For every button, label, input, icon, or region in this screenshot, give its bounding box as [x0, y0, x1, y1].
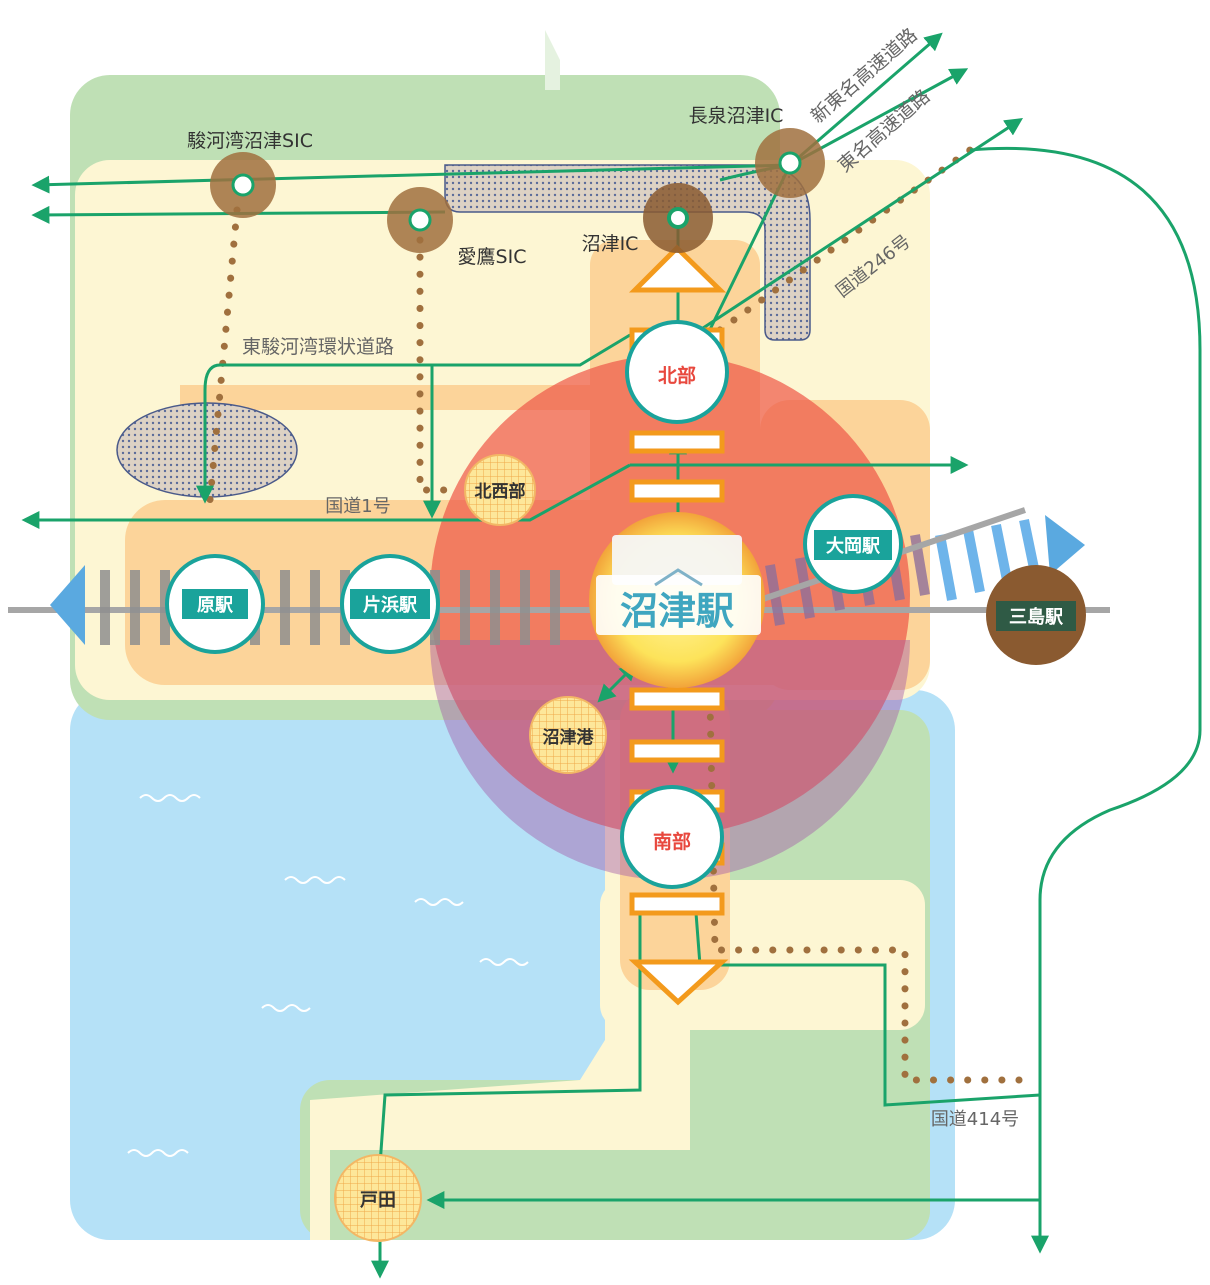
- station-hara[interactable]: 原駅: [165, 554, 265, 654]
- label-nagaizumi-ic: 長泉沼津IC: [689, 105, 784, 127]
- route-expressway-upper: [31, 163, 791, 194]
- station-katahama[interactable]: 片浜駅: [340, 554, 440, 654]
- route-414-in: [687, 896, 1041, 1107]
- north-triangle: [628, 244, 727, 293]
- dotted-area-highway: [444, 164, 811, 341]
- hub-north-label: 北部: [658, 364, 696, 387]
- nagaizumi-ic-node[interactable]: [755, 128, 825, 198]
- south-triangle: [628, 959, 729, 1006]
- green-routes: [21, 32, 1202, 1279]
- land-cream-strip: [310, 720, 690, 1240]
- station-mishima[interactable]: 三島駅: [986, 565, 1086, 665]
- hub-heda[interactable]: 戸田: [334, 1154, 422, 1242]
- label-route1: 国道1号: [325, 496, 390, 517]
- interchanges: [210, 128, 825, 253]
- route-246: [699, 118, 1024, 332]
- hub-north[interactable]: 北部: [625, 320, 729, 424]
- land-east-green: [545, 30, 560, 90]
- station-mishima-label: 三島駅: [1009, 606, 1064, 628]
- ashitaka-sic-node[interactable]: [387, 187, 453, 253]
- station-roof-icon: [654, 568, 703, 587]
- station-ooka-label: 大岡駅: [826, 535, 881, 557]
- route-nagaizumi-down: [698, 164, 792, 351]
- sea-waves: [127, 794, 529, 1157]
- numazu-station-label: 沼津駅: [620, 589, 734, 633]
- hub-heda-label: 戸田: [360, 1190, 396, 1211]
- station-ooka[interactable]: 大岡駅: [803, 494, 903, 594]
- label-ring-road: 東駿河湾環状道路: [242, 336, 394, 358]
- hub-port[interactable]: 沼津港: [529, 696, 607, 774]
- route-1-west: [21, 463, 631, 529]
- station-building: [612, 535, 742, 585]
- rail-arrow-west: [50, 565, 85, 645]
- label-suruga-sic: 駿河湾沼津SIC: [187, 130, 313, 152]
- hub-port-label: 沼津港: [543, 727, 595, 748]
- hub-south-label: 南部: [653, 830, 691, 853]
- hub-northwest[interactable]: 北西部: [464, 454, 536, 526]
- station-hara-label: 原駅: [197, 595, 234, 616]
- dotted-area-west: [116, 402, 298, 498]
- label-numazu-ic: 沼津IC: [582, 233, 639, 255]
- label-ashitaka-sic: 愛鷹SIC: [458, 246, 527, 268]
- rail-arrow-east: [1045, 515, 1085, 575]
- numazu-station[interactable]: 沼津駅: [589, 512, 765, 688]
- hub-south[interactable]: 南部: [620, 785, 724, 889]
- label-route414: 国道414号: [931, 1109, 1019, 1130]
- numazu-ic-node[interactable]: [643, 183, 713, 253]
- suruga-sic-node[interactable]: [210, 152, 276, 218]
- route-246-east: [969, 146, 1202, 1254]
- route-ring-road: [196, 333, 631, 504]
- route-heda-up: [378, 900, 642, 1166]
- hub-northwest-label: 北西部: [475, 481, 526, 502]
- station-katahama-label: 片浜駅: [363, 594, 418, 616]
